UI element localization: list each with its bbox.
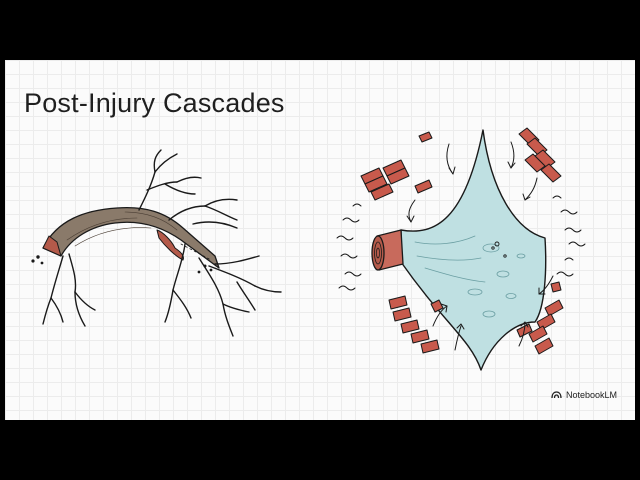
brand-badge: NotebookLM — [551, 390, 617, 400]
slide: Post-Injury Cascades — [5, 60, 635, 420]
illustration — [31, 127, 586, 371]
retraction-bulb-illustration — [336, 127, 586, 371]
brand-name: NotebookLM — [565, 390, 617, 400]
slide-title: Post-Injury Cascades — [24, 88, 285, 118]
damaged-neuron-illustration — [31, 149, 282, 337]
notebooklm-logo-icon — [551, 391, 562, 399]
